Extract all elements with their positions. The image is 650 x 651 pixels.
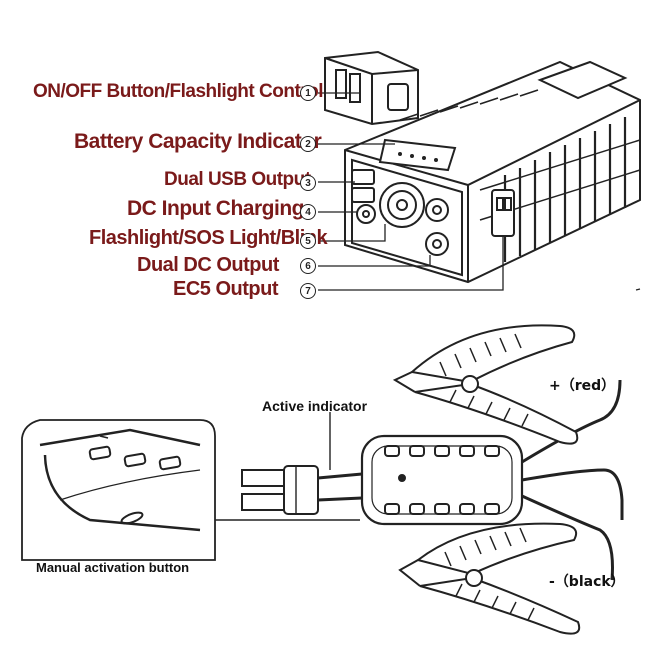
- callout-number-7: 7: [300, 283, 316, 299]
- callout-number-5: 5: [300, 233, 316, 249]
- callout-number-1: 1: [300, 85, 316, 101]
- callout-number-3: 3: [300, 175, 316, 191]
- active-indicator-label: Active indicator: [262, 398, 368, 414]
- callout-number-2: 2: [300, 136, 316, 152]
- callout-label-2: Battery Capacity Indicator: [74, 130, 322, 153]
- manual-activation-button-label: Manual activation button: [36, 560, 190, 575]
- black-clamp-label: -（black）: [549, 574, 625, 590]
- callout-number-6: 6: [300, 258, 316, 274]
- callout-label-3: Dual USB Output: [164, 169, 311, 190]
- callout-label-5: Flashlight/SOS Light/Blink: [89, 227, 328, 249]
- callout-label-7: EC5 Output: [173, 278, 279, 300]
- callout-number-4: 4: [300, 204, 316, 220]
- callout-label-4: DC Input Charging: [127, 197, 304, 220]
- callout-label-6: Dual DC Output: [137, 254, 279, 276]
- callout-label-1: ON/OFF Button/Flashlight Control: [33, 81, 324, 102]
- red-clamp-label: +（red）: [549, 378, 616, 394]
